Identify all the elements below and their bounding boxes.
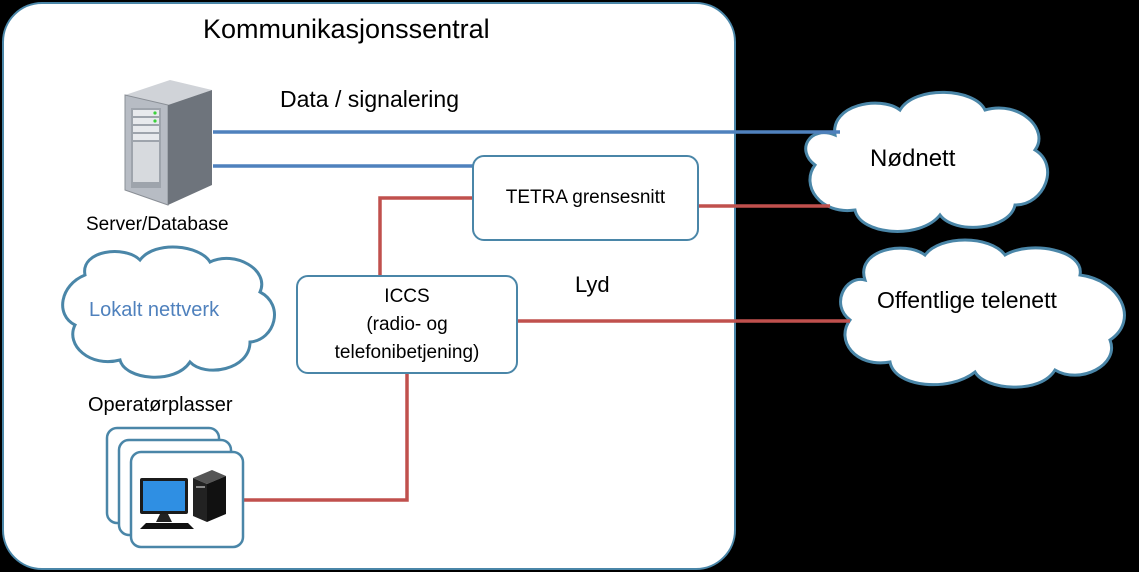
- operator-label: Operatørplasser: [88, 394, 233, 416]
- iccs-box: ICCS (radio- og telefonibetjening): [296, 275, 518, 374]
- audio-label: Lyd: [575, 272, 610, 297]
- local-network-cloud: [61, 245, 276, 379]
- iccs-subtitle-1: (radio- og: [366, 313, 448, 335]
- audio-line-iccs-operator: [244, 371, 409, 502]
- audio-line-tetra-iccs: [378, 196, 474, 277]
- iccs-subtitle-2: telefonibetjening): [334, 341, 480, 363]
- workstation-icon: [140, 470, 226, 529]
- central-title: Kommunikasjonssentral: [203, 14, 490, 44]
- iccs-title: ICCS: [384, 285, 430, 307]
- server-icon: [124, 80, 212, 206]
- nodnett-label: Nødnett: [870, 145, 956, 172]
- server-label: Server/Database: [86, 214, 229, 235]
- nodnett-cloud: [804, 90, 1050, 233]
- public-net-label: Offentlige telenett: [877, 287, 1057, 313]
- data-signal-label: Data / signalering: [280, 86, 459, 112]
- public-net-cloud: [839, 238, 1126, 389]
- tetra-label: TETRA grensesnitt: [505, 187, 666, 208]
- tetra-interface-box: TETRA grensesnitt: [472, 155, 699, 241]
- local-network-label: Lokalt nettverk: [89, 299, 220, 321]
